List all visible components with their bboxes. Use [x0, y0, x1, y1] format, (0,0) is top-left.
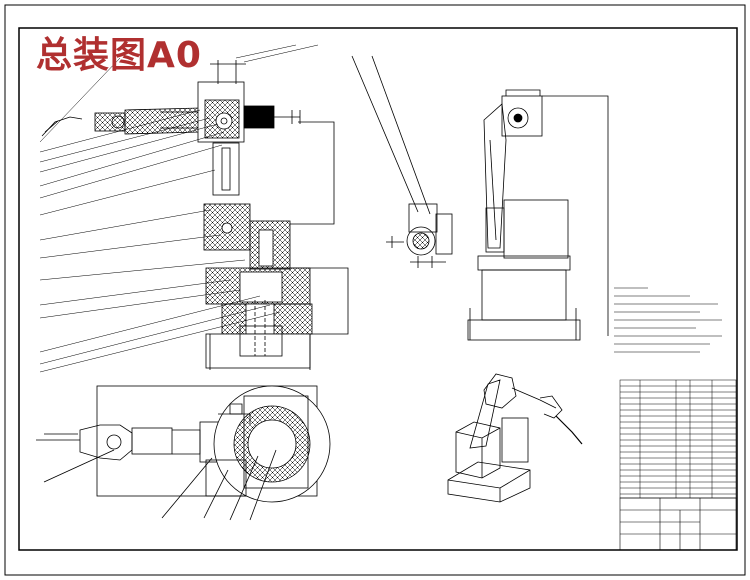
upper-arm [212, 142, 240, 196]
right-elevation-view [467, 89, 609, 341]
drawing-title: 总装图A0 [36, 35, 202, 76]
torch-tip [41, 116, 83, 137]
title-block [619, 497, 737, 551]
parts-list [619, 379, 737, 499]
leader-lines [39, 44, 319, 373]
elbow-motor [243, 105, 275, 129]
front-section-view [41, 60, 349, 370]
inner-frame [18, 27, 738, 551]
side-view [351, 55, 453, 268]
isometric-view [447, 373, 583, 503]
outer-frame [4, 4, 746, 576]
top-view [36, 385, 331, 521]
technical-notes [614, 287, 722, 353]
base-housing [205, 333, 311, 369]
